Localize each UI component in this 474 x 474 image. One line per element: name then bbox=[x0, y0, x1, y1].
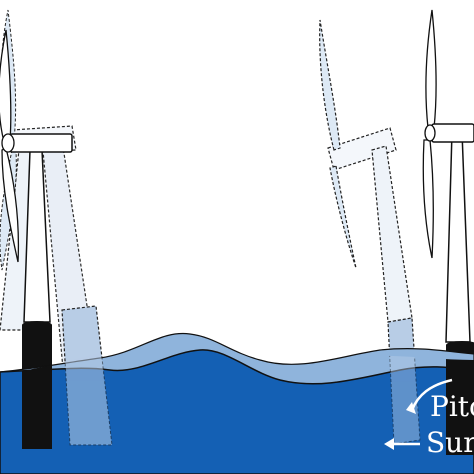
left-nacelle bbox=[9, 133, 73, 153]
right-blades bbox=[422, 9, 437, 259]
surge-label: Sur bbox=[426, 426, 474, 459]
curved-arrow-head bbox=[406, 402, 416, 414]
curved-arrow-icon bbox=[410, 378, 453, 411]
sea bbox=[0, 332, 474, 474]
left-blades bbox=[0, 29, 20, 263]
right-hub bbox=[424, 124, 436, 142]
right-tower bbox=[445, 131, 471, 343]
right-nacelle bbox=[431, 123, 474, 143]
left-hub bbox=[1, 133, 15, 153]
left-arrow-head bbox=[384, 438, 394, 450]
pitch-annotation: Pitc bbox=[406, 378, 474, 423]
surge-annotation: Sur bbox=[384, 426, 474, 459]
pitch-label: Pitc bbox=[430, 390, 474, 423]
